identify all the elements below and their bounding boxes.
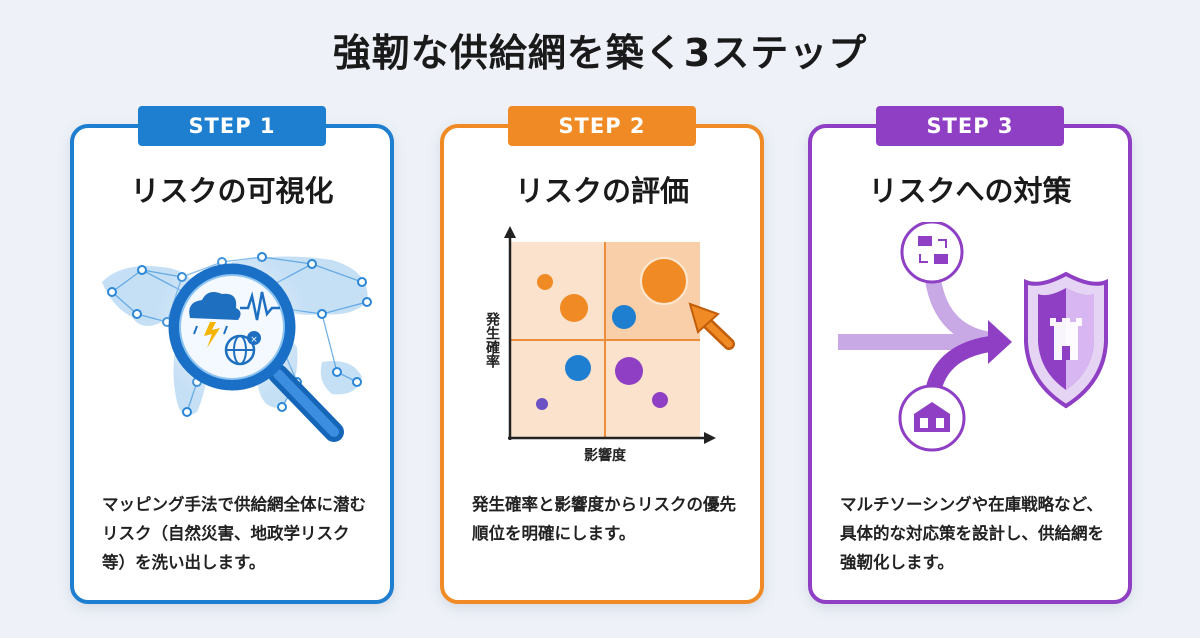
storm-cloud-icon xyxy=(189,292,241,348)
step-1-heading: リスクの可視化 xyxy=(130,174,334,208)
shield-castle-icon xyxy=(1024,271,1108,409)
page-title: 強靭な供給網を築く3ステップ xyxy=(332,31,868,75)
step-1-card: STEP 1 リスクの可視化 xyxy=(70,106,394,604)
magnifier-icon xyxy=(154,249,344,442)
merge-arrow-icon xyxy=(838,271,1012,399)
cursor-arrow-icon xyxy=(688,302,735,350)
warehouse-icon xyxy=(898,384,966,452)
risk-matrix-icon: 発生確率 影響度 xyxy=(484,226,735,462)
step-1-badge: STEP 1 xyxy=(138,106,326,146)
pulse-icon xyxy=(240,291,280,321)
step-2-card: STEP 2 リスクの評価 発生確率 影響度 発生確率と影響度からリスクの優先順… xyxy=(440,106,764,604)
chart-x-axis-label: 影響度 xyxy=(584,447,627,462)
chart-y-axis-label: 発生確率 xyxy=(484,311,501,369)
step-2-description: 発生確率と影響度からリスクの優先順位を明確にします。 xyxy=(472,495,736,543)
step-3-card: STEP 3 リスクへの対策 マルチソーシングや xyxy=(808,106,1132,604)
step-3-heading: リスクへの対策 xyxy=(868,174,1072,208)
step-3-badge: STEP 3 xyxy=(876,106,1064,146)
supply-exchange-icon xyxy=(900,222,964,284)
countermeasure-illustration xyxy=(838,222,1108,452)
step-1-description: マッピング手法で供給網全体に潜むリスク（自然災害、地政学リスク等）を洗い出します… xyxy=(102,495,366,572)
step-2-heading: リスクの評価 xyxy=(514,174,689,208)
svg-text:×: × xyxy=(250,335,258,345)
risk-visualization-illustration: × xyxy=(102,249,372,442)
step-2-badge: STEP 2 xyxy=(508,106,696,146)
globe-alert-icon: × xyxy=(224,331,261,366)
step-3-description: マルチソーシングや在庫戦略など、具体的な対応策を設計し、供給網を強靭化します。 xyxy=(840,495,1104,572)
